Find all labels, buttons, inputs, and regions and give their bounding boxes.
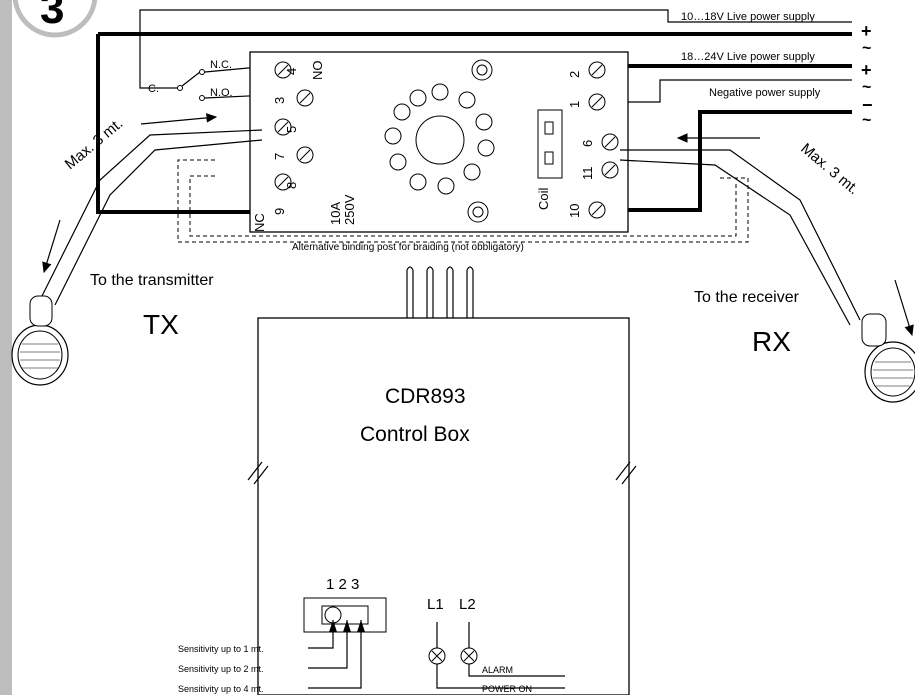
braiding-dashed-loop xyxy=(177,159,749,243)
relay-pin-socket xyxy=(384,59,495,223)
svg-text:3: 3 xyxy=(272,97,287,104)
thin-wire-1 xyxy=(610,79,852,103)
svg-text:3: 3 xyxy=(40,0,64,33)
sensitivity-1-label: Sensitivity up to 1 mt. xyxy=(178,644,264,654)
sensitivity-4-label: Sensitivity up to 4 mt. xyxy=(178,684,264,694)
relay-socket: 4 3 5 7 8 9 NO NC 10A 250V xyxy=(249,51,629,233)
rx-sensor-icon xyxy=(861,313,915,403)
braiding-dashed-inner xyxy=(189,175,737,237)
svg-text:−: − xyxy=(862,95,873,115)
svg-text:NC: NC xyxy=(252,213,267,232)
right-terminals: 2 1 6 11 10 xyxy=(567,61,619,219)
svg-text:~: ~ xyxy=(862,79,871,96)
supply-wire-10-18 xyxy=(139,9,852,23)
coil-block: Coil xyxy=(536,109,563,210)
tx-label: TX xyxy=(143,309,179,340)
supply-label-18-24: 18…24V Live power supply xyxy=(681,51,815,63)
wire-common xyxy=(139,22,165,89)
svg-text:11: 11 xyxy=(580,167,595,181)
sensitivity-2-label: Sensitivity up to 2 mt. xyxy=(178,664,264,674)
rx-max-note: Max. 3 mt. xyxy=(797,140,862,198)
svg-text:10: 10 xyxy=(567,204,582,218)
supply-label-10-18: 10…18V Live power supply xyxy=(681,11,815,23)
svg-text:6: 6 xyxy=(580,140,595,147)
svg-text:5: 5 xyxy=(284,126,299,133)
control-box xyxy=(247,317,637,696)
led-l1-label: L1 xyxy=(427,596,444,613)
svg-text:2: 2 xyxy=(567,71,582,78)
left-terminals: 4 3 5 7 8 9 NO NC 10A 250V xyxy=(252,61,357,233)
svg-text:4: 4 xyxy=(284,68,299,75)
svg-text:+: + xyxy=(861,60,872,80)
rx-label: RX xyxy=(752,326,791,357)
led-power-on-label: POWER ON xyxy=(482,684,532,694)
relay-contact-symbol: C. N.C. N.O. xyxy=(148,59,271,101)
control-box-pins xyxy=(406,266,474,318)
svg-text:10A: 10A xyxy=(328,202,343,225)
svg-text:NO: NO xyxy=(310,61,325,81)
svg-text:1: 1 xyxy=(567,101,582,108)
svg-text:7: 7 xyxy=(272,153,287,160)
tx-caption: To the transmitter xyxy=(90,272,214,289)
svg-text:8: 8 xyxy=(284,182,299,189)
thick-wire-left xyxy=(96,34,250,214)
control-box-model: CDR893 xyxy=(385,385,466,408)
sensitivity-line-2 xyxy=(308,620,348,669)
svg-text:250V: 250V xyxy=(342,194,357,225)
step-number-badge: 3 xyxy=(12,0,98,38)
led-l2-icon xyxy=(460,622,565,677)
svg-text:Coil: Coil xyxy=(536,187,551,210)
led-l2-label: L2 xyxy=(459,596,476,613)
control-box-name: Control Box xyxy=(360,423,470,446)
svg-text:~: ~ xyxy=(862,40,871,57)
svg-text:C.: C. xyxy=(148,83,159,95)
supply-symbols: + ~ + ~ − ~ xyxy=(861,21,873,129)
rx-caption: To the receiver xyxy=(694,289,800,306)
frame-left-border xyxy=(0,0,12,695)
led-alarm-label: ALARM xyxy=(482,665,513,675)
braiding-note: Alternative binding post for braiding (n… xyxy=(292,242,524,253)
tx-sensor-icon xyxy=(11,295,69,386)
svg-text:+: + xyxy=(861,21,872,41)
led-l1-icon xyxy=(428,622,565,689)
svg-text:9: 9 xyxy=(272,208,287,215)
dip-switch-numbers: 1 2 3 xyxy=(326,576,359,593)
svg-text:N.O.: N.O. xyxy=(210,87,233,99)
sensitivity-line-4 xyxy=(308,620,362,689)
supply-label-negative: Negative power supply xyxy=(709,87,821,99)
svg-text:~: ~ xyxy=(862,112,871,129)
thick-wire-negative xyxy=(600,110,852,212)
svg-text:N.C.: N.C. xyxy=(210,59,232,71)
